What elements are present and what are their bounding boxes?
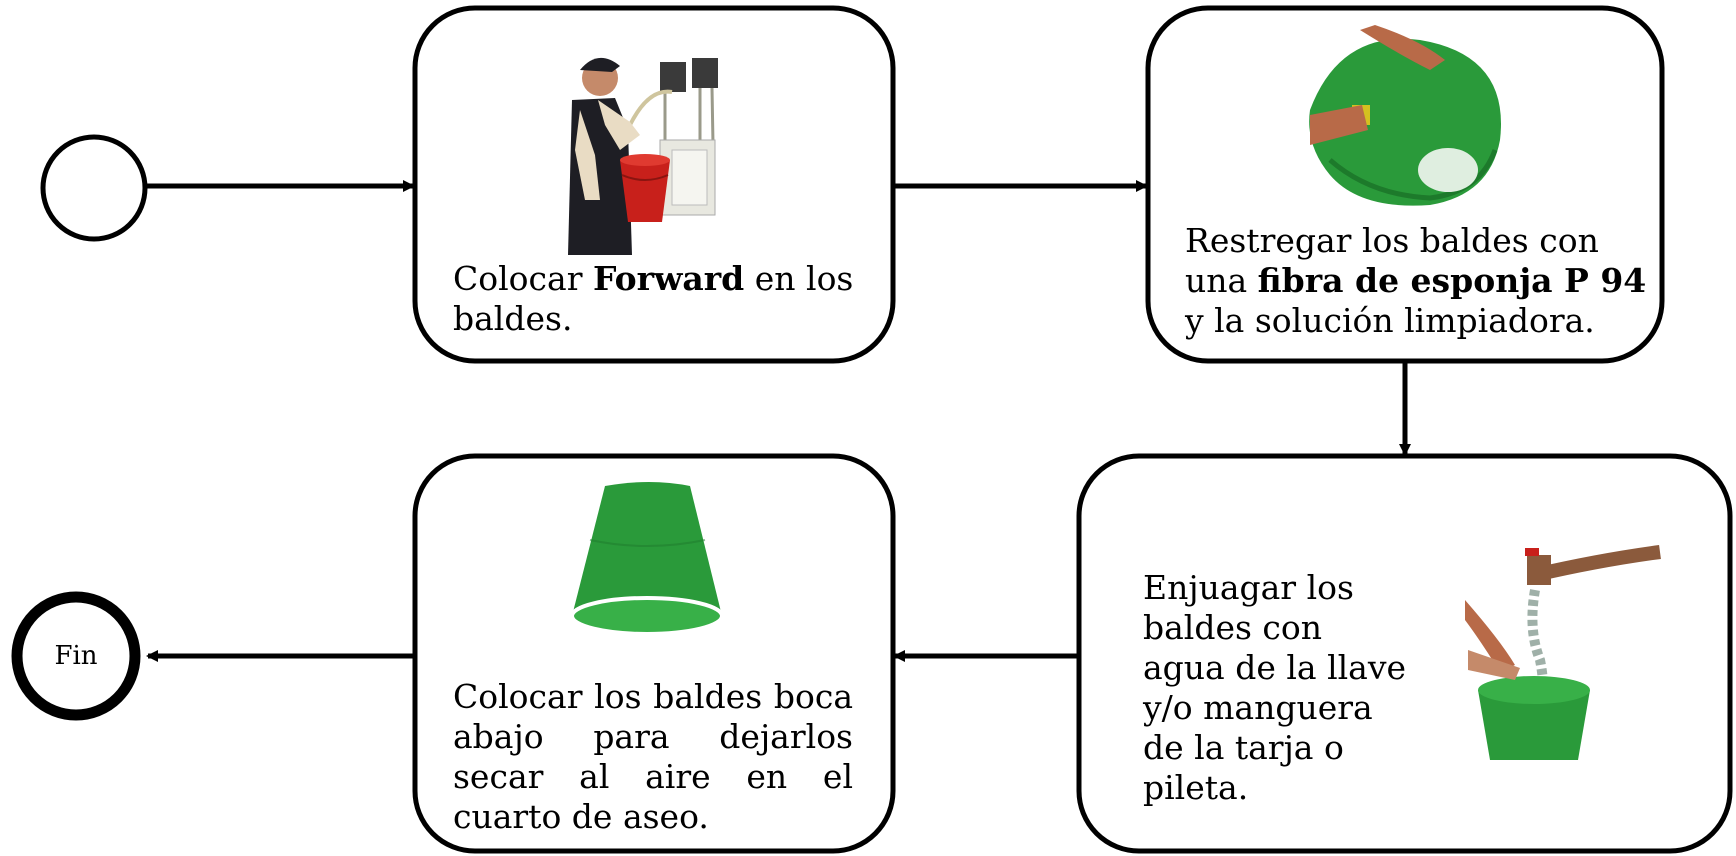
step1-text: Colocar Forward en los baldes. — [453, 259, 873, 339]
step4-text: Colocar los baldes boca abajo para dejar… — [453, 677, 853, 837]
end-node — [11, 591, 141, 721]
step2-text-before: Restregar los baldes con una — [1185, 221, 1599, 300]
end-label: Fin — [36, 641, 116, 671]
step1-text-before: Colocar — [453, 259, 593, 298]
person-filling-bucket-icon — [565, 40, 730, 255]
start-node — [40, 134, 148, 242]
step1-text-bold: Forward — [592, 259, 745, 298]
end-label-text: Fin — [54, 641, 98, 671]
step3-text: Enjuagar los baldes con agua de la llave… — [1143, 568, 1408, 808]
step1-text-after: en los baldes. — [453, 259, 854, 338]
upside-down-bucket-icon — [570, 482, 724, 636]
step3-text-content: Enjuagar los baldes con agua de la llave… — [1143, 568, 1407, 807]
hands-scrubbing-bucket-icon — [1309, 25, 1501, 206]
step2-text-after: y la solución limpiadora. — [1185, 301, 1595, 340]
step2-text-bold: fibra de esponja P 94 — [1257, 261, 1647, 300]
step4-text-content: Colocar los baldes boca abajo para dejar… — [453, 677, 853, 836]
step2-text: Restregar los baldes con una fibra de es… — [1185, 221, 1655, 341]
rinsing-bucket-under-tap-icon — [1465, 545, 1661, 760]
